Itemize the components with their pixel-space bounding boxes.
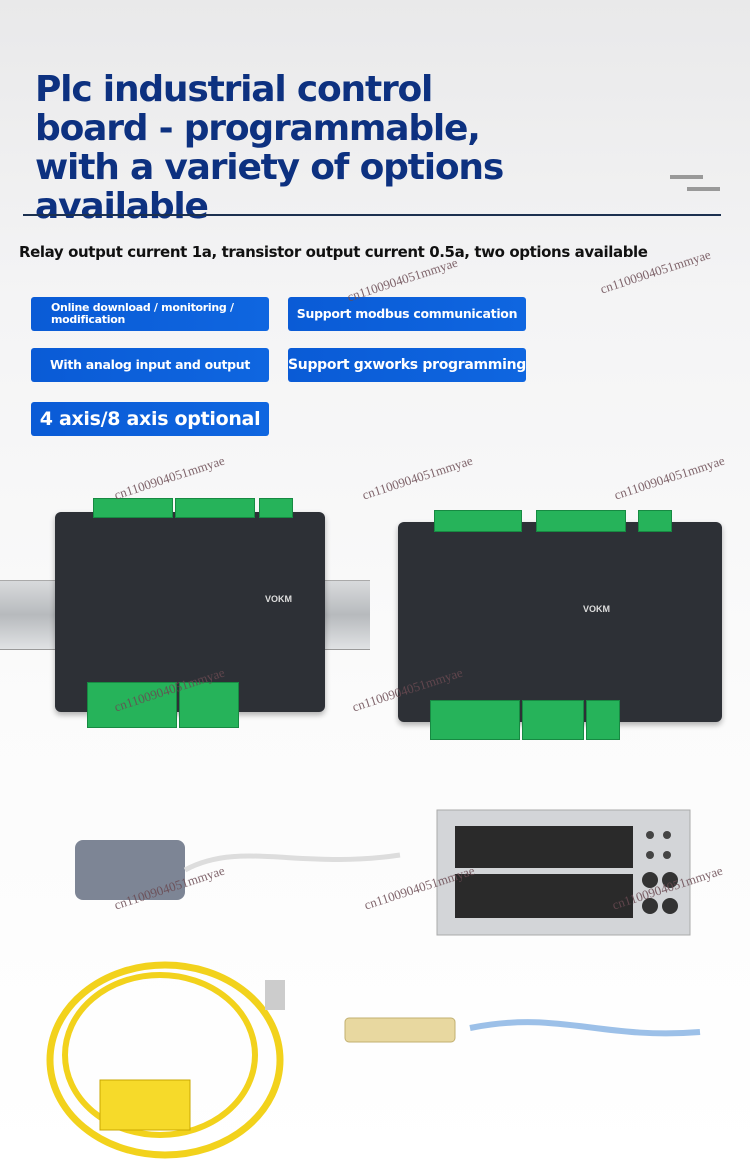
- divider: [23, 214, 721, 216]
- decoration-bar: [670, 175, 703, 179]
- accessories: [46, 809, 701, 1159]
- feature-analog: With analog input and output: [31, 348, 269, 382]
- page-title: Plc industrial control board - programma…: [35, 69, 504, 227]
- decoration-bar: [687, 187, 720, 191]
- serial-cable: [75, 840, 401, 900]
- brand-label: VOKM: [265, 594, 292, 604]
- usb-adapter-cable: [344, 1017, 701, 1043]
- usb-programming-cable-yellow: [46, 961, 285, 1159]
- feature-online-download: Online download / monitoring / modificat…: [31, 297, 269, 331]
- feature-axis: 4 axis/8 axis optional: [31, 402, 269, 436]
- plc-board-small: VOKM: [55, 498, 325, 728]
- feature-modbus: Support modbus communication: [288, 297, 526, 331]
- brand-label: VOKM: [583, 604, 610, 614]
- subtitle: Relay output current 1a, transistor outp…: [19, 243, 648, 261]
- watermark: cn1100904051mmyae: [612, 452, 727, 503]
- watermark: cn1100904051mmyae: [360, 452, 475, 503]
- text-display-panel: [436, 809, 691, 936]
- plc-board-large: VOKM: [398, 510, 722, 740]
- feature-gxworks: Support gxworks programming: [288, 348, 526, 382]
- watermark: cn1100904051mmyae: [112, 452, 227, 503]
